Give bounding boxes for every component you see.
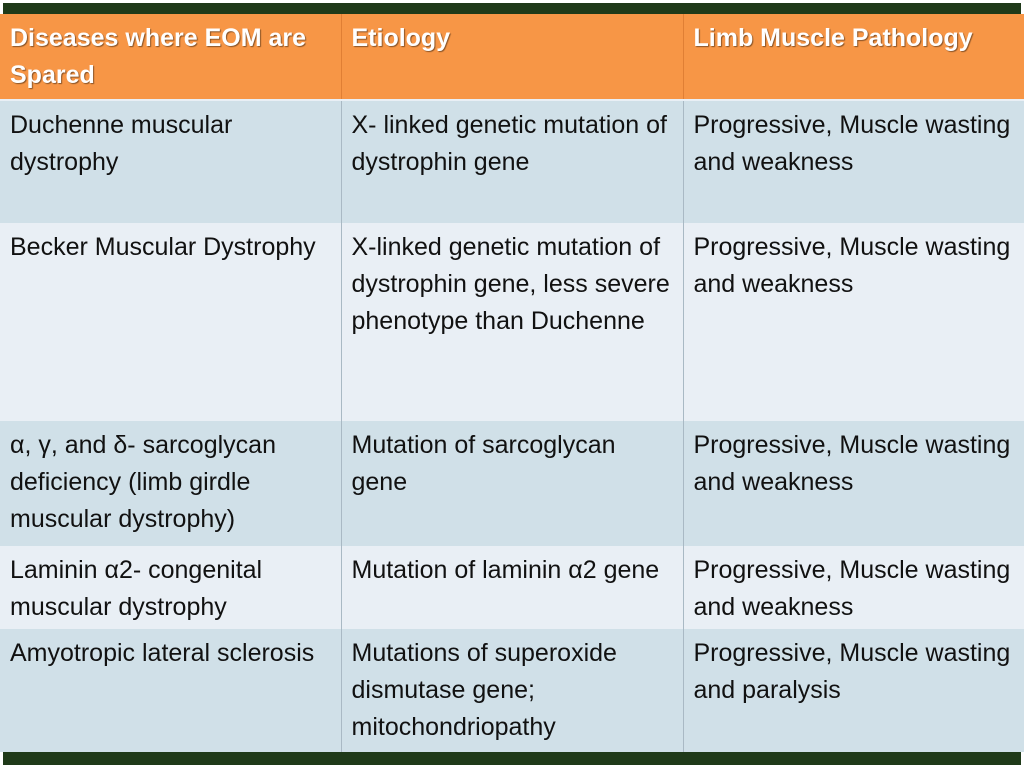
cell-disease: Laminin α2- congenital muscular dystroph…	[0, 546, 341, 629]
cell-etiology: X-linked genetic mutation of dystrophin …	[340, 223, 683, 421]
cell-disease: Duchenne muscular dystrophy	[0, 100, 341, 223]
cell-disease: Becker Muscular Dystrophy	[0, 223, 341, 421]
diseases-table: Diseases where EOM are Spared Etiology L…	[0, 14, 1024, 752]
cell-etiology: Mutation of laminin α2 gene	[340, 546, 683, 629]
cell-pathology: Progressive, Muscle wasting and paralysi…	[682, 629, 1024, 752]
cell-pathology: Progressive, Muscle wasting and weakness	[682, 421, 1024, 546]
cell-disease: α, γ, and δ- sarcoglycan deficiency (lim…	[0, 421, 341, 546]
cell-etiology: X- linked genetic mutation of dystrophin…	[340, 100, 683, 223]
header-disease: Diseases where EOM are Spared	[0, 14, 341, 101]
table-row: Becker Muscular Dystrophy X-linked genet…	[0, 223, 1024, 421]
cell-etiology: Mutation of sarcoglycan gene	[340, 421, 683, 546]
table-row: Laminin α2- congenital muscular dystroph…	[0, 546, 1024, 629]
cell-pathology: Progressive, Muscle wasting and weakness	[682, 223, 1024, 421]
table-row: Duchenne muscular dystrophy X- linked ge…	[0, 100, 1024, 223]
cell-pathology: Progressive, Muscle wasting and weakness	[682, 546, 1024, 629]
cell-etiology: Mutations of superoxide dismutase gene; …	[340, 629, 683, 752]
table-row: Amyotropic lateral sclerosis Mutations o…	[0, 629, 1024, 752]
header-row: Diseases where EOM are Spared Etiology L…	[0, 14, 1024, 101]
cell-pathology: Progressive, Muscle wasting and weakness	[682, 100, 1024, 223]
header-pathology: Limb Muscle Pathology	[682, 14, 1024, 101]
cell-disease: Amyotropic lateral sclerosis	[0, 629, 341, 752]
header-etiology: Etiology	[340, 14, 683, 101]
table-row: α, γ, and δ- sarcoglycan deficiency (lim…	[0, 421, 1024, 546]
